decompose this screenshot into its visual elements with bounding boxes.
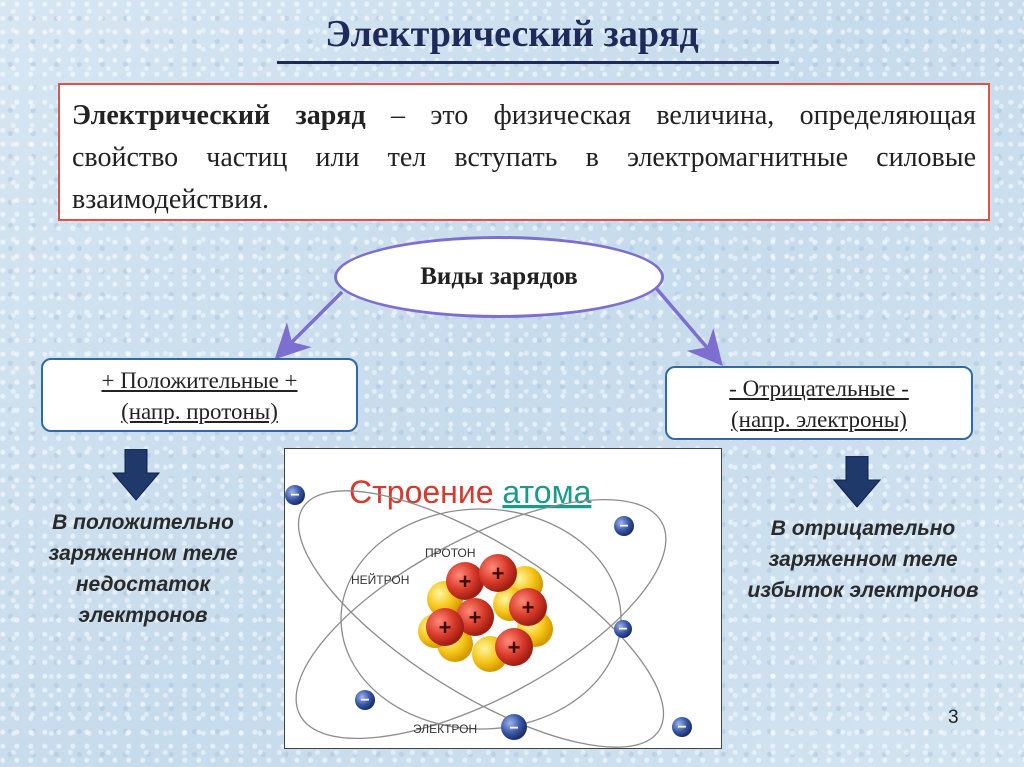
- negative-note: В отрицательно заряженном теле избыток э…: [747, 517, 979, 602]
- orbits: [295, 490, 667, 748]
- atom-title: Строение атома: [349, 474, 592, 510]
- svg-text:+: +: [469, 605, 482, 630]
- positive-note: В положительно заряженном теле недостато…: [48, 511, 238, 627]
- arrow-to-positive: [274, 290, 344, 360]
- negative-charge-box: - Отрицательные - (напр. электроны): [665, 366, 973, 440]
- proton-label: ПРОТОН: [425, 546, 476, 560]
- definition-term: Электрический заряд: [72, 100, 366, 131]
- svg-text:−: −: [509, 720, 518, 737]
- charge-types-node: Виды зарядов: [334, 236, 664, 318]
- svg-text:−: −: [360, 692, 369, 709]
- protons: + + + + + +: [426, 554, 547, 666]
- svg-text:+: +: [439, 615, 452, 640]
- svg-text:−: −: [290, 487, 299, 504]
- arrow-to-negative: [654, 286, 723, 366]
- svg-text:−: −: [619, 518, 628, 535]
- slide-title: Электрический заряд: [325, 13, 699, 55]
- atom-illustration: Строение атома ПРОТОН НЕЙТРОН ЭЛЕКТРОН +…: [285, 474, 692, 748]
- svg-text:+: +: [492, 561, 505, 586]
- down-arrow-negative-icon: [833, 456, 881, 508]
- title-underline: [277, 61, 779, 64]
- svg-text:+: +: [522, 595, 535, 620]
- negative-line1: - Отрицательные -: [729, 376, 909, 401]
- svg-text:−: −: [618, 621, 627, 638]
- negative-line2: (напр. электроны): [731, 407, 907, 432]
- definition-text: – это физическая величина, определяющая …: [72, 100, 977, 215]
- svg-text:−: −: [677, 719, 686, 736]
- positive-charge-box: + Положительные + (напр. протоны): [41, 358, 358, 432]
- electrons: − − − − − −: [285, 485, 692, 740]
- positive-line2: (напр. протоны): [121, 399, 278, 424]
- positive-line1: + Положительные +: [101, 368, 298, 393]
- definition-box: Электрический заряд – это физическая вел…: [58, 83, 990, 221]
- electron-label: ЭЛЕКТРОН: [413, 722, 477, 736]
- atom-structure-image: Строение атома ПРОТОН НЕЙТРОН ЭЛЕКТРОН +…: [284, 448, 722, 749]
- down-arrow-positive-icon: [112, 449, 160, 501]
- svg-text:+: +: [508, 635, 521, 660]
- svg-text:+: +: [459, 569, 472, 594]
- slide-number: 3: [948, 707, 959, 728]
- neutron-label: НЕЙТРОН: [351, 572, 409, 587]
